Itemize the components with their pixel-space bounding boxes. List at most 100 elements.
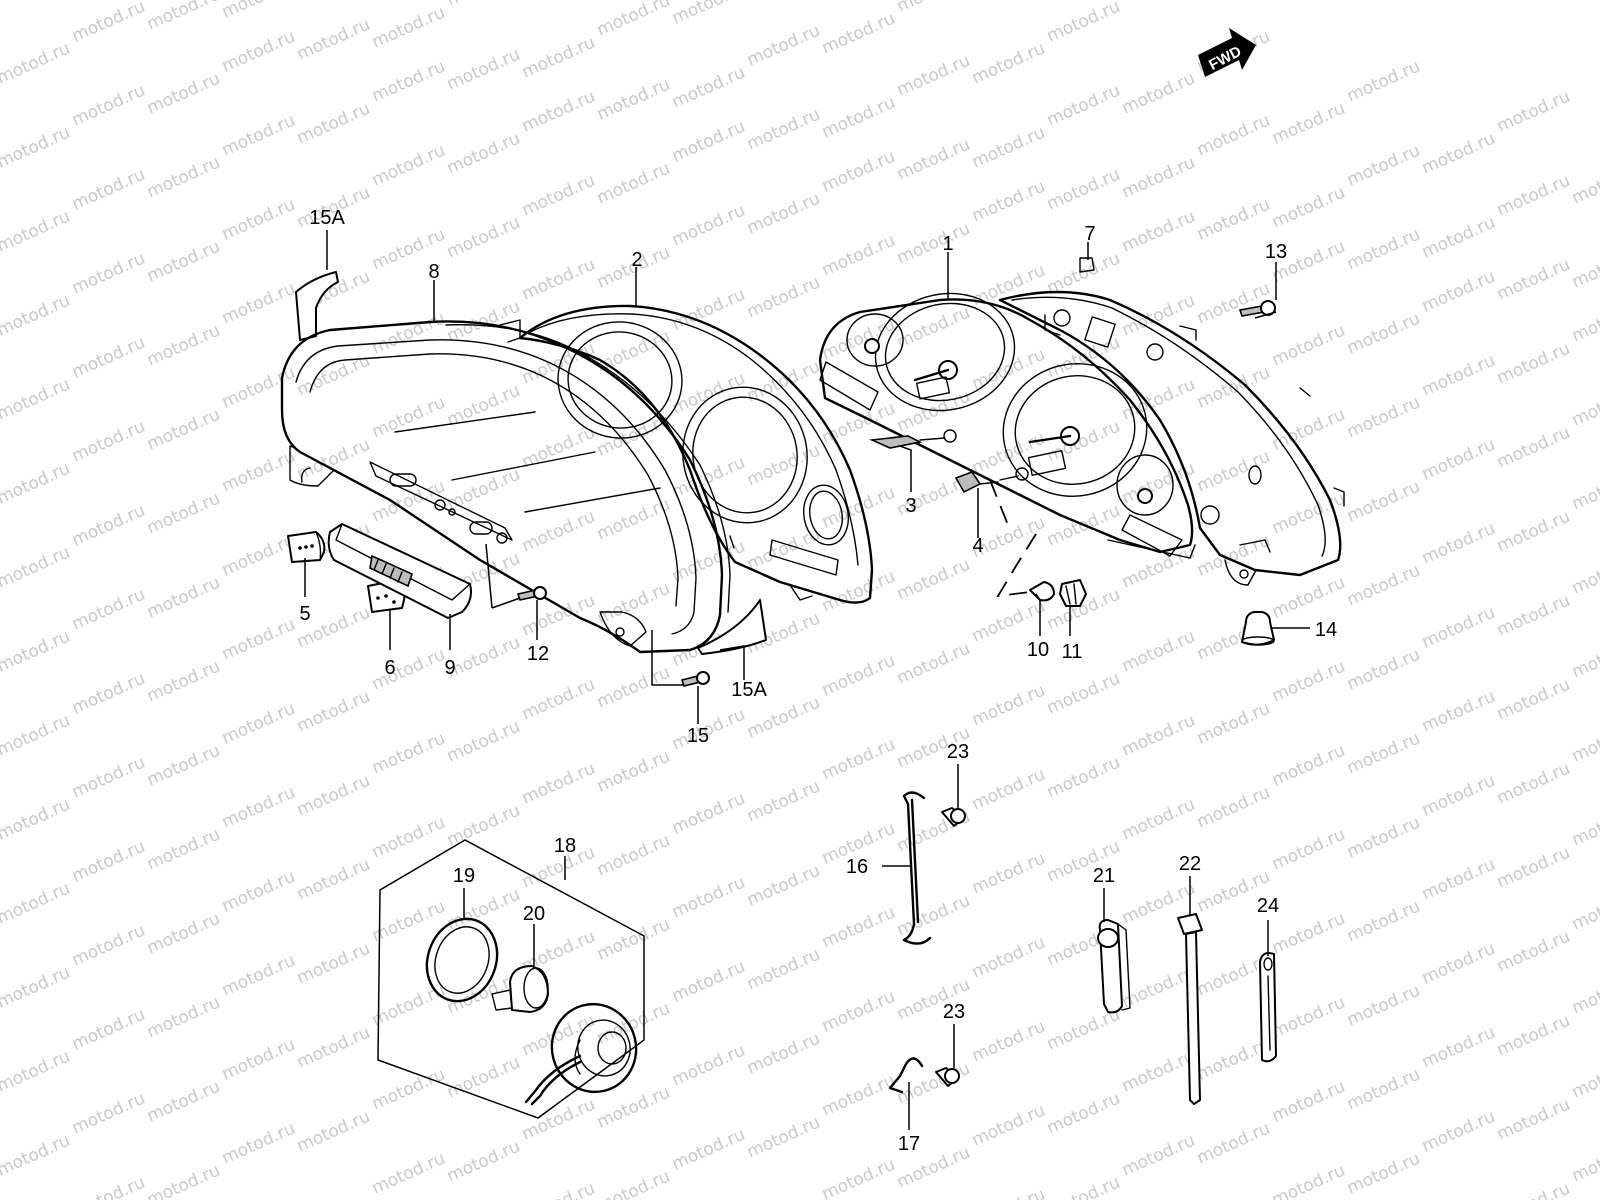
watermark-text: motod.ru: [1419, 267, 1498, 317]
callout-labels: 15A 8 2 1 7 13 3 4 5 6 9 12 10 11 14 15 …: [299, 207, 1337, 1155]
watermark-text: motod.ru: [219, 27, 298, 77]
watermark-text: motod.ru: [219, 951, 298, 1001]
watermark-text: motod.ru: [894, 303, 973, 353]
watermark-text: motod.ru: [969, 1185, 1048, 1200]
watermark-text: motod.ru: [894, 51, 973, 101]
watermark-text: motod.ru: [219, 1119, 298, 1169]
watermark-text: motod.ru: [669, 957, 748, 1007]
watermark-text: motod.ru: [294, 771, 373, 821]
watermark-text: motod.ru: [69, 1005, 148, 1055]
watermark-text: motod.ru: [1044, 417, 1123, 467]
watermark-text: motod.ru: [1419, 687, 1498, 737]
watermark-text: motod.ru: [1344, 813, 1423, 863]
watermark-text: motod.ru: [219, 279, 298, 329]
watermark-text: motod.ru: [1419, 213, 1498, 263]
watermark-text: motod.ru: [1344, 729, 1423, 779]
watermark-text: motod.ru: [1269, 183, 1348, 233]
watermark-text: motod.ru: [744, 21, 823, 71]
watermark-text: motod.ru: [69, 165, 148, 215]
watermark-text: motod.ru: [819, 9, 898, 59]
watermark-text: motod.ru: [1569, 465, 1600, 515]
watermark-text: motod.ru: [669, 117, 748, 167]
watermark-text: motod.ru: [1044, 753, 1123, 803]
watermark-text: motod.ru: [819, 93, 898, 143]
watermark-text: motod.ru: [1344, 1065, 1423, 1115]
watermark-text: motod.ru: [1494, 591, 1573, 641]
part-15-screw: [680, 671, 710, 687]
watermark-text: motod.ru: [294, 435, 373, 485]
watermark-text: motod.ru: [144, 237, 223, 287]
callout-9: 9: [444, 657, 455, 679]
part-1-meter-assembly: [818, 292, 1196, 559]
watermark-text: motod.ru: [669, 0, 748, 29]
callout-16: 16: [846, 856, 868, 878]
callout-4: 4: [972, 535, 983, 557]
watermark-text: motod.ru: [69, 1089, 148, 1139]
part-8-front-housing: [280, 319, 731, 654]
watermark-text: motod.ru: [1344, 57, 1423, 107]
callout-11: 11: [1062, 641, 1083, 663]
watermark-text: motod.ru: [1119, 711, 1198, 761]
watermark-text: motod.ru: [594, 747, 673, 797]
part-5-knob: [287, 531, 326, 563]
watermark-text: motod.ru: [1194, 447, 1273, 497]
watermark-text: motod.ru: [1344, 477, 1423, 527]
watermark-text: motod.ru: [69, 753, 148, 803]
watermark-text: motod.ru: [1569, 381, 1600, 431]
watermark-text: motod.ru: [294, 1023, 373, 1073]
watermark-text: motod.ru: [144, 69, 223, 119]
watermark-text: motod.ru: [894, 387, 973, 437]
watermark-text: motod.ru: [1419, 519, 1498, 569]
watermark-text: motod.ru: [669, 285, 748, 335]
watermark-text: motod.ru: [1344, 309, 1423, 359]
watermark-text: motod.ru: [1569, 1137, 1600, 1187]
watermark-text: motod.ru: [369, 645, 448, 695]
watermark-text: motod.ru: [444, 129, 523, 179]
watermark-text: motod.ru: [1044, 165, 1123, 215]
watermark-text: motod.ru: [519, 255, 598, 305]
part-4-terminal: [954, 467, 1029, 494]
callout-15: 15: [687, 725, 709, 747]
watermark-text: motod.ru: [594, 0, 673, 41]
watermark-text: motod.ru: [369, 897, 448, 947]
watermark-text: motod.ru: [744, 861, 823, 911]
watermark-text: motod.ru: [1569, 885, 1600, 935]
watermark-text: motod.ru: [669, 1041, 748, 1091]
callout-12: 12: [527, 643, 549, 665]
callout-23-lower: 23: [943, 1001, 965, 1023]
watermark-text: motod.ru: [1494, 255, 1573, 305]
watermark-text: motod.ru: [369, 1149, 448, 1199]
watermark-text: motod.ru: [1194, 699, 1273, 749]
watermark-text: motod.ru: [0, 291, 73, 341]
watermark-text: motod.ru: [219, 867, 298, 917]
watermark-text: motod.ru: [1344, 1149, 1423, 1199]
watermark-text: motod.ru: [1269, 993, 1348, 1043]
watermark-text: motod.ru: [1344, 561, 1423, 611]
watermark-text: motod.ru: [744, 273, 823, 323]
watermark-text: motod.ru: [1194, 195, 1273, 245]
watermark-text: motod.ru: [1494, 1179, 1573, 1200]
watermark-text: motod.ru: [1344, 393, 1423, 443]
watermark-text: motod.ru: [69, 837, 148, 887]
watermark-text: motod.ru: [1494, 759, 1573, 809]
watermark-text: motod.ru: [819, 483, 898, 533]
callout-15a-upper: 15A: [309, 207, 345, 229]
callout-3: 3: [905, 495, 916, 517]
watermark-text: motod.ru: [1344, 225, 1423, 275]
watermark-text: motod.ru: [369, 309, 448, 359]
watermark-text: motod.ru: [144, 825, 223, 875]
callout-8: 8: [428, 261, 439, 283]
watermark-text: motod.ru: [444, 1053, 523, 1103]
part-19-seal-ring: [425, 917, 499, 1003]
watermark-text: motod.ru: [1269, 909, 1348, 959]
watermark-text: motod.ru: [669, 789, 748, 839]
watermark-text: motod.ru: [219, 111, 298, 161]
watermark-text: motod.ru: [294, 1107, 373, 1157]
watermark-text: motod.ru: [144, 1077, 223, 1127]
watermark-text: motod.ru: [69, 249, 148, 299]
watermark-text: motod.ru: [519, 1179, 598, 1200]
watermark-text: motod.ru: [744, 1029, 823, 1079]
callout-20: 20: [523, 903, 545, 925]
watermark-text: motod.ru: [744, 777, 823, 827]
part-13-screw: [1238, 300, 1276, 317]
